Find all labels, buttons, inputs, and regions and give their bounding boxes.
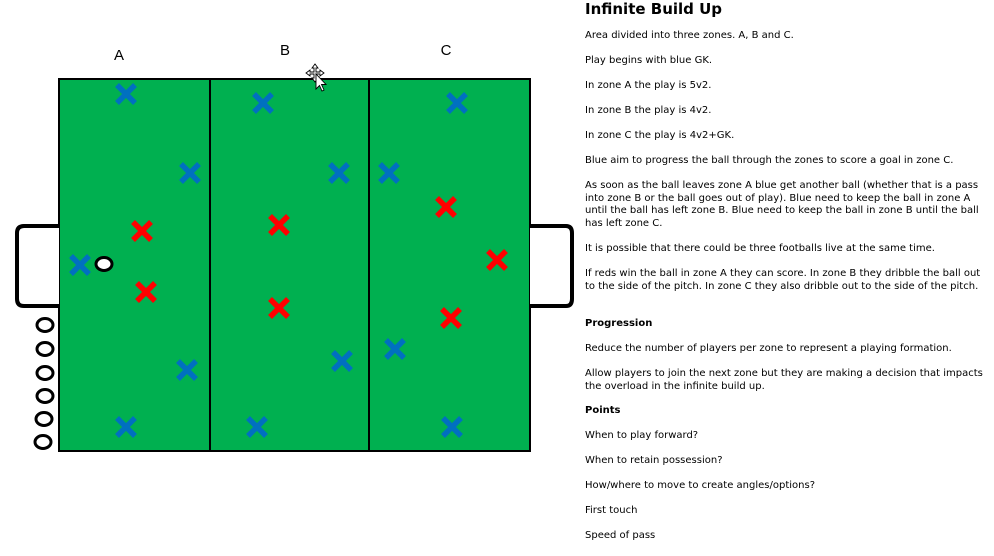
- zone-a-blue-player: [176, 359, 198, 381]
- zone-a-blue-player: [69, 254, 91, 276]
- notes-paragraph: Play begins with blue GK.: [585, 55, 713, 66]
- zone-a-blue-player: [115, 416, 137, 438]
- notes-paragraph: When to retain possession?: [585, 455, 723, 466]
- spare-balls: [33, 317, 55, 450]
- notes-paragraph: How/where to move to create angles/optio…: [585, 480, 816, 491]
- zone-b-blue-player: [252, 92, 274, 114]
- players-layer: [69, 83, 508, 438]
- zone-b-blue-player: [331, 350, 353, 372]
- spare-ball-icon: [35, 388, 55, 404]
- session-title: Infinite Build Up: [585, 0, 723, 18]
- ball-icon: [94, 256, 114, 272]
- notes-paragraph: First touch: [585, 505, 638, 516]
- zone-c-red-player: [440, 307, 462, 329]
- session-notes: Infinite Build Up Area divided into thre…: [585, 0, 991, 541]
- zone-a-red-player: [131, 220, 153, 242]
- notes-paragraph: Blue aim to progress the ball through th…: [585, 155, 954, 166]
- spare-ball-icon: [34, 411, 54, 427]
- notes-paragraph: Area divided into three zones. A, B and …: [585, 30, 794, 41]
- notes-paragraph: In zone A the play is 5v2.: [585, 80, 712, 91]
- right-goal-icon: [530, 224, 574, 308]
- zone-a-red-player: [135, 281, 157, 303]
- section-heading: Progression: [585, 318, 653, 329]
- zone-c-red-goalkeeper: [486, 249, 508, 271]
- zone-c-red-player: [435, 196, 457, 218]
- notes-paragraph: Allow players to join the next zone but …: [585, 368, 983, 392]
- zone-label-c: C: [441, 42, 452, 59]
- zone-b-blue-player: [328, 162, 350, 184]
- zone-b-red-player: [268, 297, 290, 319]
- notes-paragraph: If reds win the ball in zone A they can …: [585, 268, 981, 292]
- zone-c-blue-player: [378, 162, 400, 184]
- notes-paragraph: Reduce the number of players per zone to…: [585, 343, 952, 354]
- notes-paragraph: As soon as the ball leaves zone A blue g…: [585, 180, 979, 229]
- pitch: [58, 78, 531, 452]
- notes-paragraph: In zone B the play is 4v2.: [585, 105, 712, 116]
- spare-ball-icon: [35, 341, 55, 357]
- spare-ball-icon: [35, 365, 55, 381]
- zone-label-b: B: [280, 42, 290, 59]
- zone-label-a: A: [114, 47, 124, 64]
- zone-b-blue-player: [246, 416, 268, 438]
- left-goal-icon: [15, 224, 59, 308]
- zone-c-blue-player: [441, 416, 463, 438]
- zone-a-blue-player: [179, 162, 201, 184]
- zone-c-blue-player: [446, 92, 468, 114]
- notes-paragraph: When to play forward?: [585, 430, 699, 441]
- notes-paragraph: It is possible that there could be three…: [585, 243, 935, 254]
- section-heading: Points: [585, 405, 621, 416]
- drill-diagram: A B C: [15, 42, 574, 452]
- zone-a-blue-player: [115, 83, 137, 105]
- zone-c-blue-player: [384, 338, 406, 360]
- notes-paragraph: In zone C the play is 4v2+GK.: [585, 130, 735, 141]
- notes-paragraph: Speed of pass: [585, 530, 656, 541]
- zone-b-red-player: [268, 214, 290, 236]
- move-cursor-icon: [305, 63, 328, 92]
- spare-ball-icon: [35, 317, 55, 333]
- spare-ball-icon: [33, 434, 53, 450]
